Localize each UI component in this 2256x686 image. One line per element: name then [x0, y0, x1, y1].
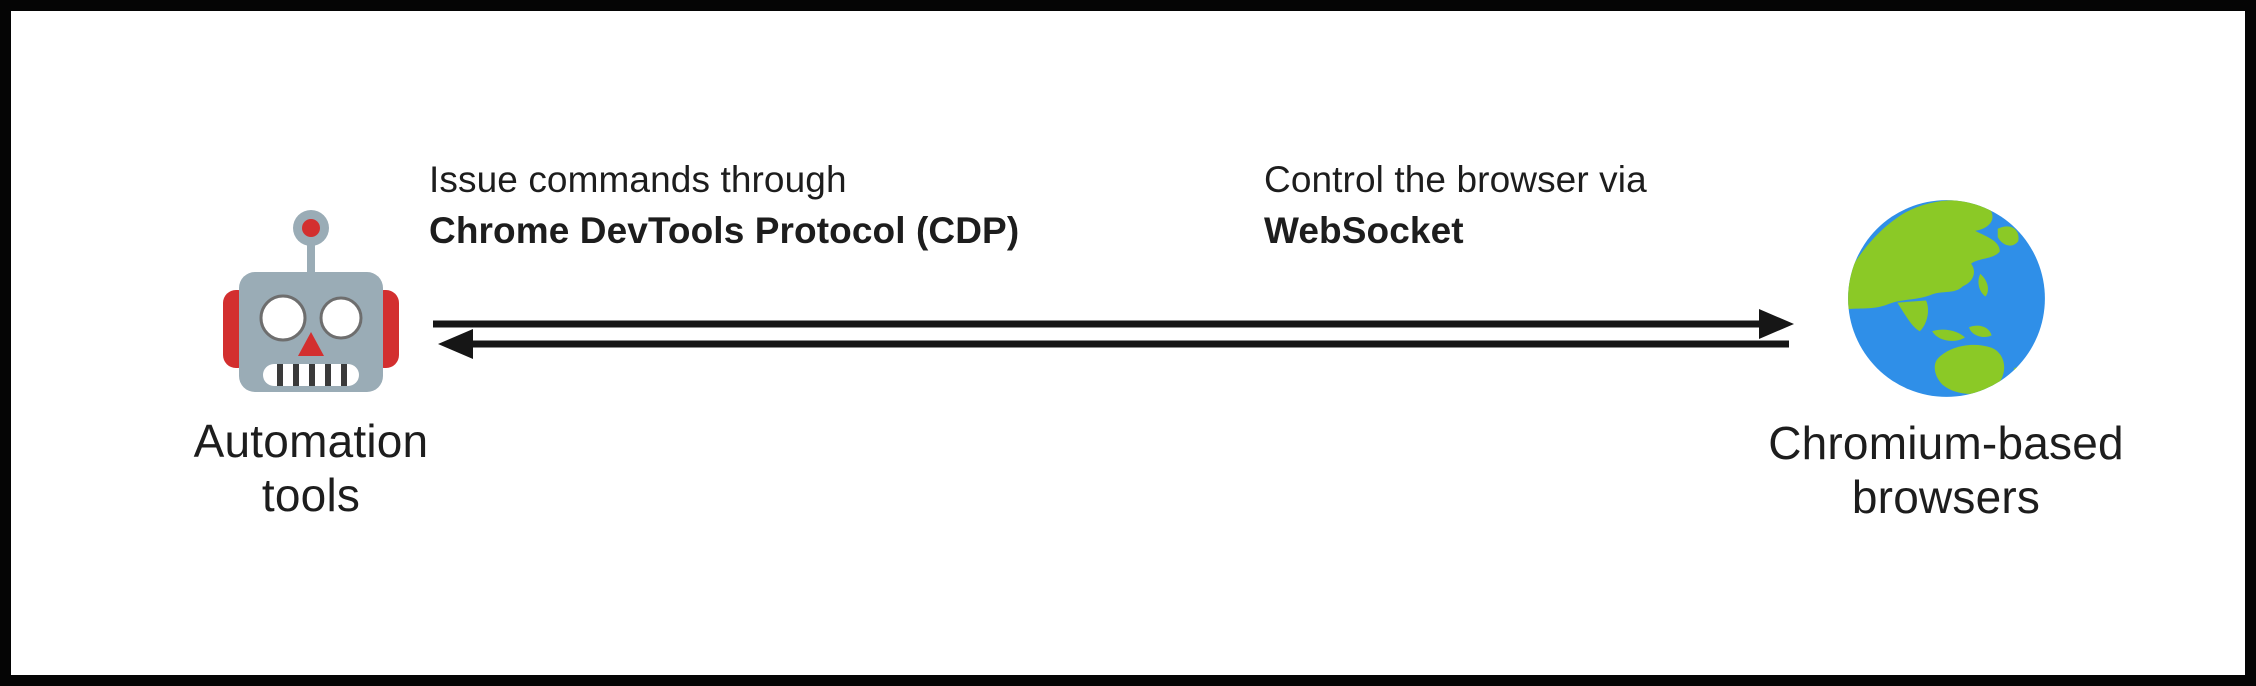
connector-label-cdp: Issue commands through Chrome DevTools P… — [429, 156, 1019, 255]
connector-label-websocket-line-1: Control the browser via — [1264, 159, 1647, 200]
robot-icon — [223, 210, 399, 392]
caption-line-2: browsers — [1851, 471, 2041, 524]
node-chromium-based-browsers-caption: Chromium-based browsers — [1711, 416, 2181, 525]
caption-line-2: tools — [261, 469, 361, 522]
node-chromium-based-browsers: Chromium-based browsers — [1711, 191, 2181, 525]
globe-asia-australia-icon — [1847, 200, 2045, 397]
connector-arrows — [411, 291, 1811, 381]
connector-label-websocket-line-2: WebSocket — [1264, 210, 1464, 252]
node-automation-tools: Automation tools — [91, 201, 531, 523]
connector-label-cdp-line-1: Issue commands through — [429, 159, 847, 200]
diagram-stage: Automation tools — [11, 11, 2245, 675]
caption-line-1: Automation — [193, 415, 429, 467]
caption-line-1: Chromium-based — [1768, 417, 2124, 469]
connector-label-websocket: Control the browser via WebSocket — [1264, 156, 1647, 255]
arrow-outbound — [433, 309, 1794, 339]
globe-icon-wrap — [1711, 191, 2181, 406]
connector-label-cdp-line-2: Chrome DevTools Protocol (CDP) — [429, 210, 1020, 252]
node-automation-tools-caption: Automation tools — [91, 414, 531, 523]
robot-icon-wrap — [91, 201, 531, 406]
arrow-inbound — [438, 329, 1789, 359]
